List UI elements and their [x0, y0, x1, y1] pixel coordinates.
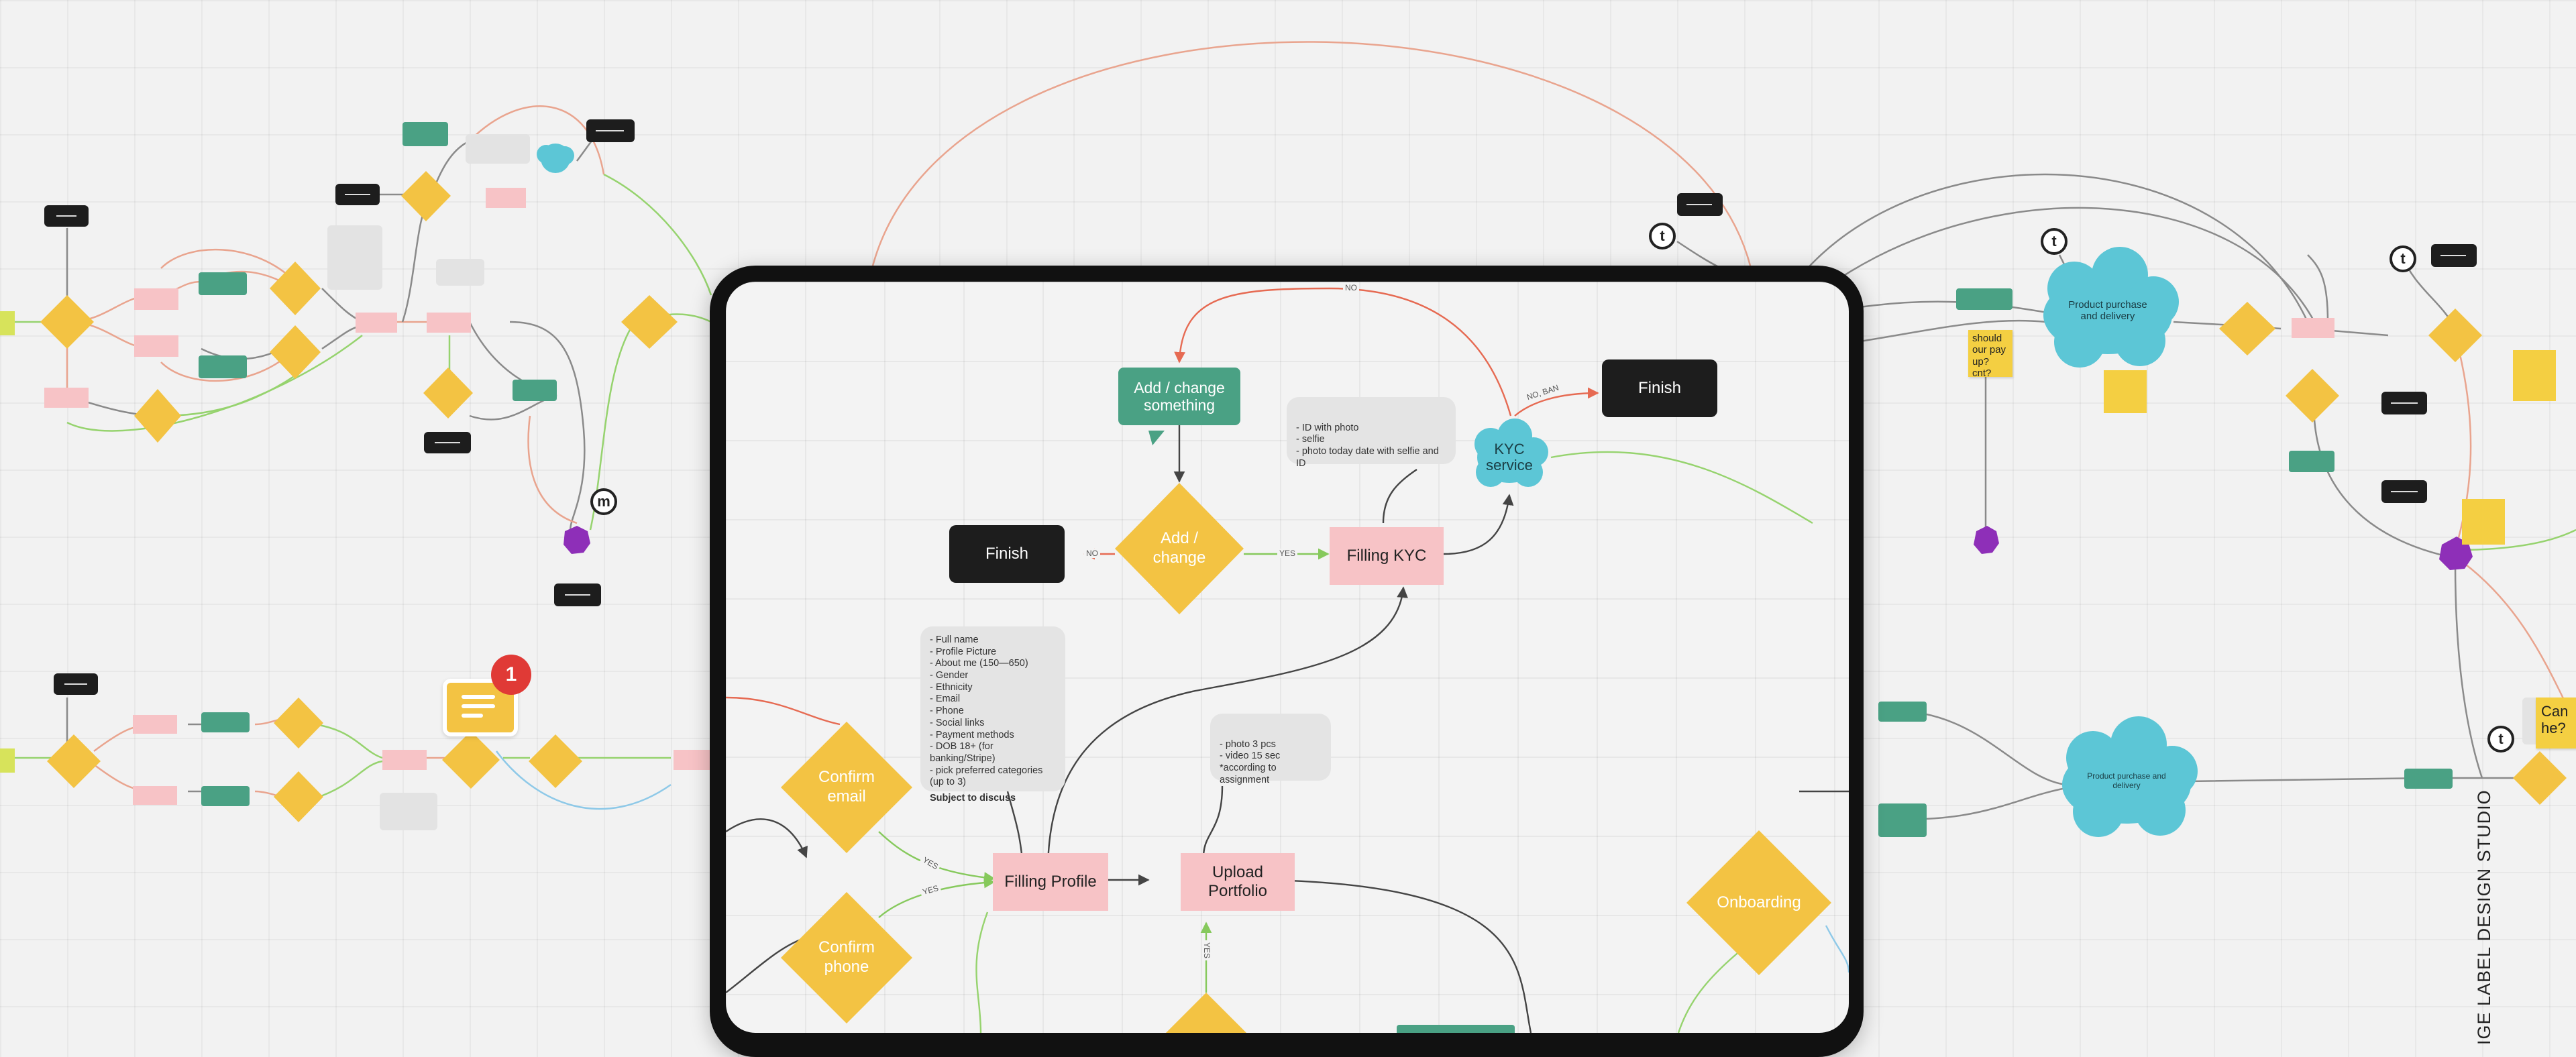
filling-profile-node[interactable]: Filling Profile [993, 853, 1108, 911]
finish-left-node[interactable]: Finish [949, 525, 1065, 583]
circle-t-icon: t [1649, 223, 1676, 249]
diamond-onboarding [1686, 830, 1831, 975]
filling-profile-label: Filling Profile [1004, 873, 1097, 891]
finish-right-label: Finish [1638, 379, 1682, 397]
circle-t-icon: t [2390, 245, 2416, 272]
comment-count-badge: 1 [491, 655, 531, 695]
add-change-label: Add / change [1152, 529, 1206, 567]
kyc-requirements-text: - ID with photo - selfie - photo today d… [1296, 422, 1439, 469]
onboarding-label: Onboarding [1717, 893, 1801, 911]
portfolio-requirements-text: - photo 3 pcs - video 15 sec *according … [1220, 738, 1281, 785]
add-change-something-label: Add / change something [1134, 378, 1225, 414]
upload-portfolio-label: Upload Portfolio [1208, 863, 1268, 900]
portfolio-requirements-note: - photo 3 pcs - video 15 sec *according … [1210, 714, 1331, 785]
edge-label-yes-right: YES [1277, 549, 1298, 558]
kyc-service-node[interactable]: KYC service [1470, 433, 1548, 482]
upload-portfolio-node[interactable]: Upload Portfolio [1181, 853, 1295, 911]
confirm-phone-label: Confirm phone [818, 938, 875, 976]
cloud-label-bottom: Product purchase and delivery [2087, 771, 2166, 790]
filling-kyc-label: Filling KYC [1346, 547, 1427, 565]
diamond-confirm-email [781, 722, 912, 853]
sticky-note-can: Can he? [2536, 698, 2576, 748]
edge-label-yes-bottom: YES [1202, 940, 1212, 961]
onboarding-decision[interactable]: Onboarding [1686, 830, 1831, 975]
circle-t-icon: t [2041, 228, 2068, 255]
add-change-something-node[interactable]: Add / change something [1118, 368, 1240, 425]
profile-requirements-note: - Full name - Profile Picture - About me… [920, 626, 1065, 803]
edge-label-no-left: NO [1084, 549, 1100, 558]
confirm-email-label: Confirm email [818, 768, 875, 805]
confirm-phone-decision[interactable]: Confirm phone [781, 892, 912, 1023]
diamond-bottom [1166, 993, 1246, 1033]
finish-left-label: Finish [985, 545, 1029, 563]
filling-kyc-node[interactable]: Filling KYC [1330, 527, 1444, 585]
kyc-cloud [1474, 419, 1548, 487]
subject-to-discuss-label: Subject to discuss [930, 792, 1016, 803]
confirm-email-decision[interactable]: Confirm email [781, 722, 912, 853]
diamond-add-change [1115, 483, 1244, 614]
kyc-service-label: KYC service [1486, 440, 1533, 474]
screen-connectors [726, 287, 1849, 1033]
studio-watermark: IGE LABEL DESIGN STUDIO [2474, 789, 2494, 1045]
sticky-note-pay: should our pay up? cnt? [1968, 330, 2012, 379]
kyc-requirements-note: - ID with photo - selfie - photo today d… [1287, 397, 1456, 469]
add-change-decision[interactable]: Add / change [1115, 483, 1244, 614]
cloud-label-top: Product purchase and delivery [2068, 299, 2147, 322]
profile-requirements-text: - Full name - Profile Picture - About me… [930, 634, 1043, 788]
tablet-screen: Add / change something Add / change Fini… [726, 282, 1849, 1033]
finish-right-node[interactable]: Finish [1602, 359, 1717, 417]
circle-m-icon: m [590, 488, 617, 515]
circle-t-icon: t [2487, 726, 2514, 753]
edge-label-no-top: NO [1343, 283, 1359, 292]
diamond-confirm-phone [781, 892, 912, 1023]
